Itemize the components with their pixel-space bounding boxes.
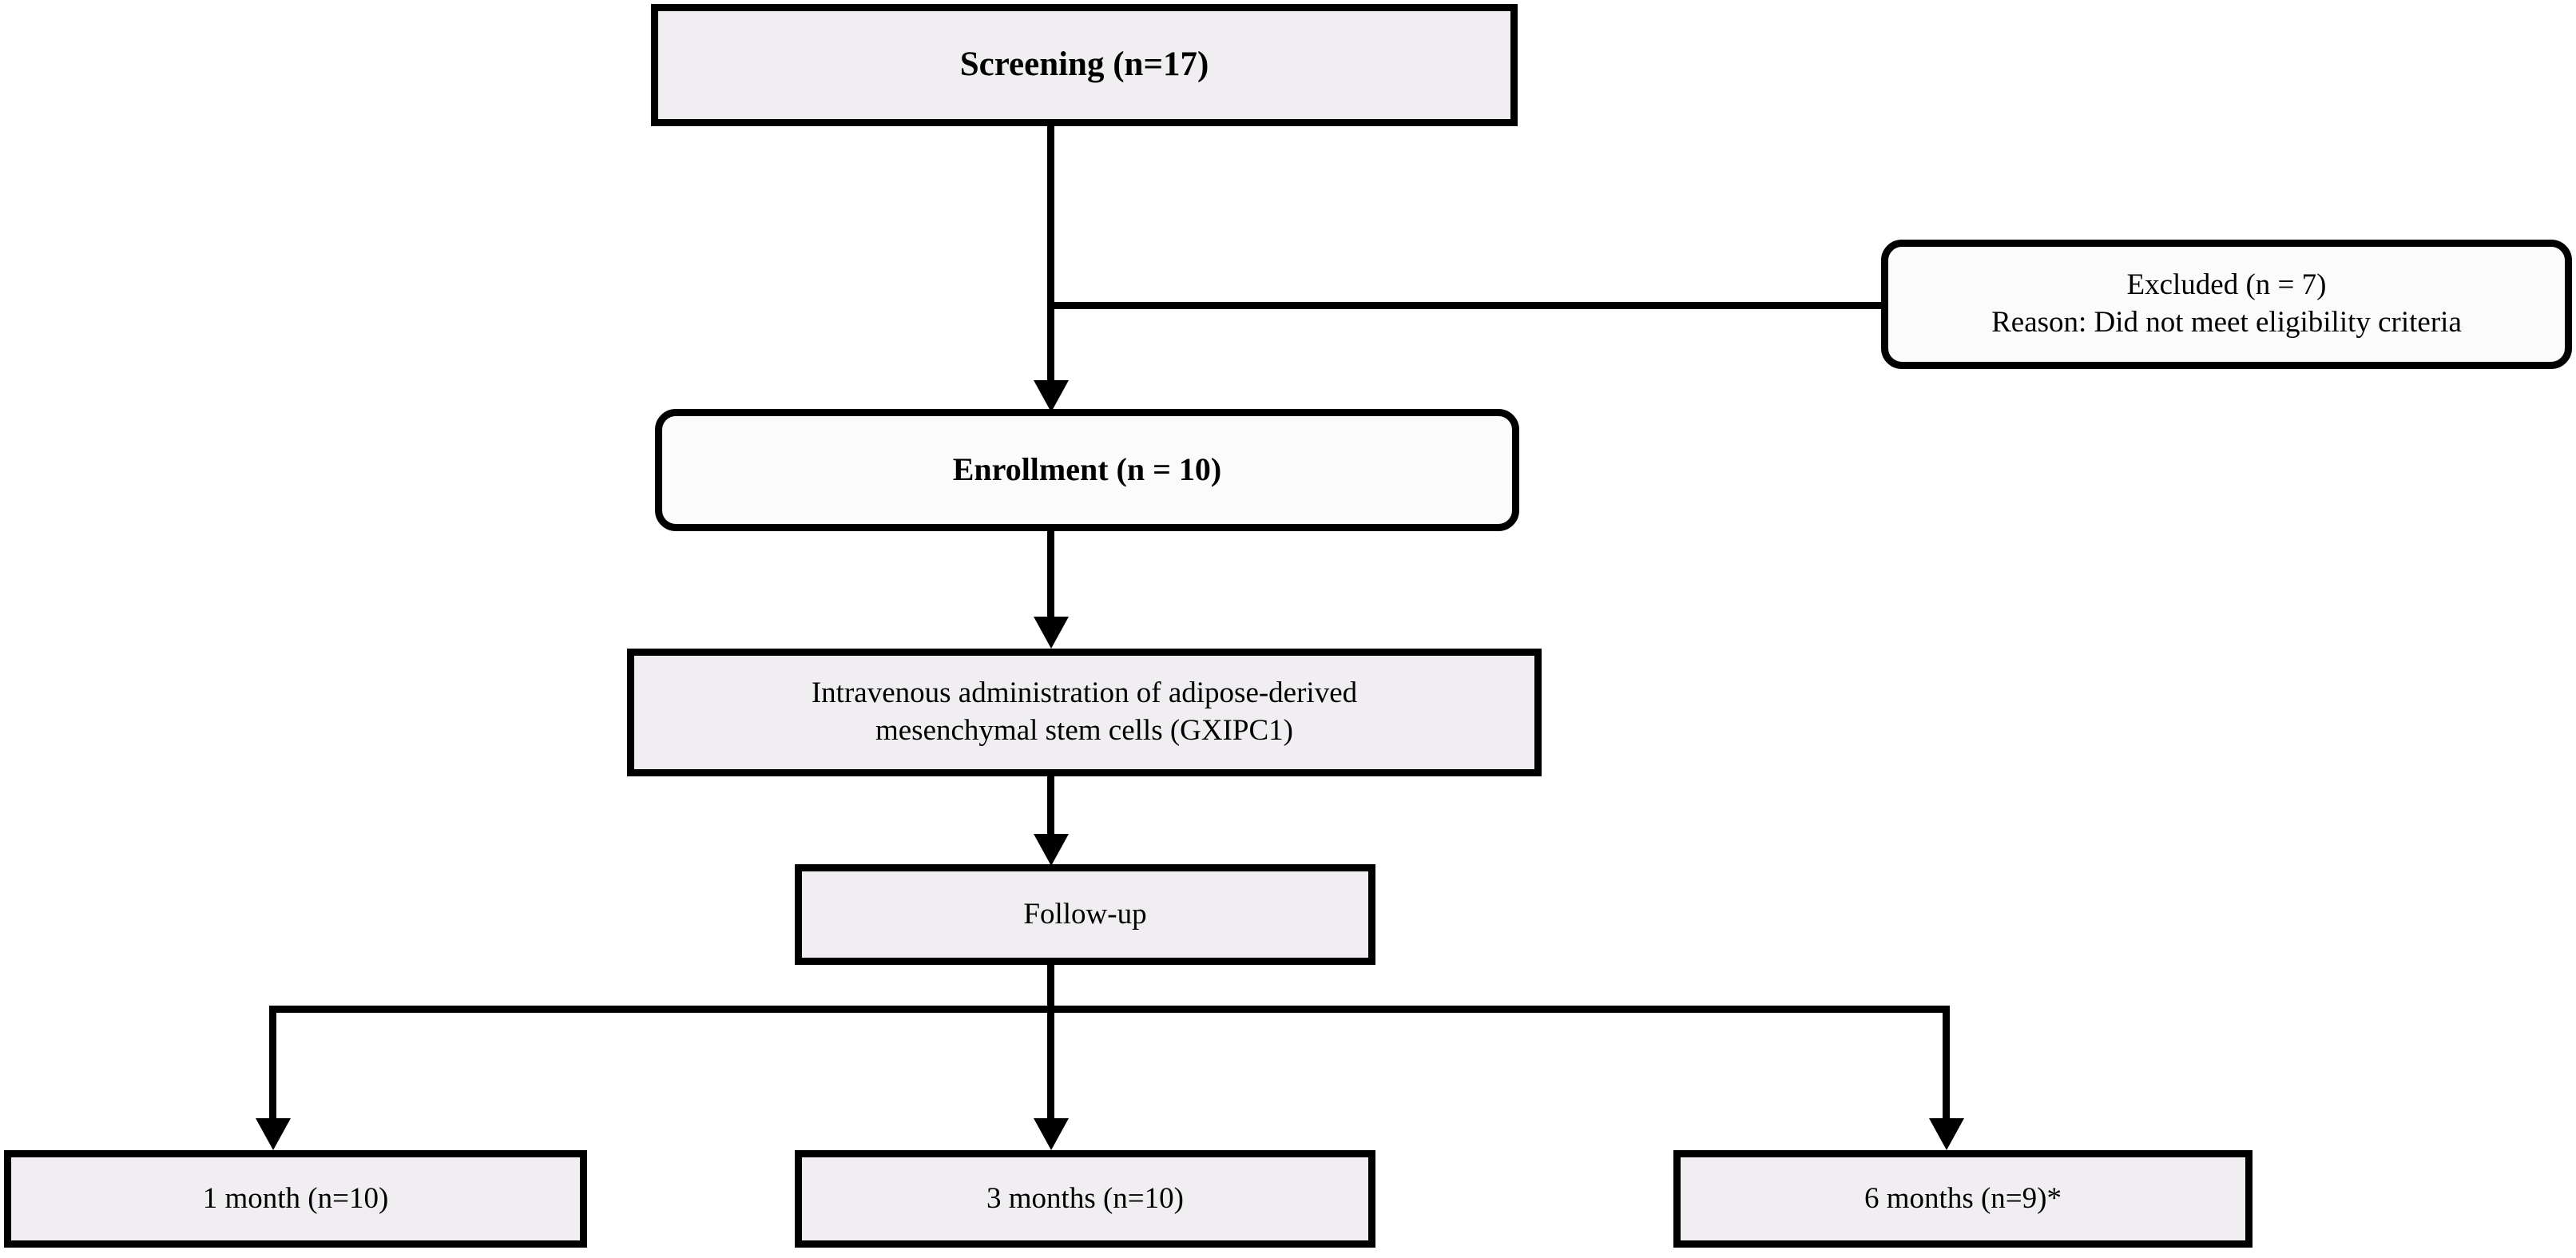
- edge-followup-to-month1-arrowhead: [256, 1118, 291, 1150]
- node-intervention-line1: Intravenous administration of adipose-de…: [811, 677, 1358, 710]
- node-timepoint-1-month: 1 month (n=10): [4, 1150, 587, 1248]
- edge-screening-stem: [1047, 126, 1054, 398]
- edge-followup-to-month1-line: [269, 1006, 276, 1125]
- edge-enrollment-to-intervention-arrowhead: [1034, 617, 1069, 649]
- node-intervention: Intravenous administration of adipose-de…: [627, 649, 1542, 776]
- node-timepoint-6-months: 6 months (n=9)*: [1673, 1150, 2253, 1248]
- node-timepoint-3-months-label: 3 months (n=10): [986, 1181, 1184, 1215]
- node-timepoint-6-months-label: 6 months (n=9)*: [1864, 1181, 2062, 1215]
- edge-followup-stem: [1047, 965, 1054, 1013]
- node-excluded-line1: Excluded (n = 7): [2126, 268, 2327, 302]
- edge-followup-to-month6-line: [1943, 1006, 1950, 1125]
- edge-followup-to-month6-arrowhead: [1929, 1118, 1964, 1150]
- node-followup-label: Follow-up: [1023, 897, 1147, 931]
- node-intervention-line2: mesenchymal stem cells (GXIPC1): [875, 714, 1294, 747]
- node-screening-label: Screening (n=17): [959, 46, 1209, 84]
- edge-screening-to-enrollment-arrowhead: [1034, 380, 1069, 412]
- edge-enrollment-stem: [1047, 531, 1054, 619]
- edge-intervention-stem: [1047, 776, 1054, 839]
- node-followup: Follow-up: [795, 864, 1375, 965]
- edge-followup-to-month3-arrowhead: [1034, 1118, 1069, 1150]
- node-excluded-line2: Reason: Did not meet eligibility criteri…: [1991, 306, 2462, 339]
- node-excluded: Excluded (n = 7) Reason: Did not meet el…: [1881, 240, 2572, 369]
- edge-followup-to-month3-line: [1047, 1006, 1054, 1125]
- edge-followup-distributor-bar: [269, 1006, 1950, 1013]
- node-timepoint-3-months: 3 months (n=10): [795, 1150, 1375, 1248]
- node-timepoint-1-month-label: 1 month (n=10): [202, 1181, 389, 1215]
- edge-screening-to-excluded-line: [1047, 302, 1883, 309]
- node-screening: Screening (n=17): [651, 4, 1518, 126]
- edge-intervention-to-followup-arrowhead: [1034, 834, 1069, 866]
- node-enrollment-label: Enrollment (n = 10): [952, 451, 1222, 488]
- node-enrollment: Enrollment (n = 10): [655, 409, 1519, 531]
